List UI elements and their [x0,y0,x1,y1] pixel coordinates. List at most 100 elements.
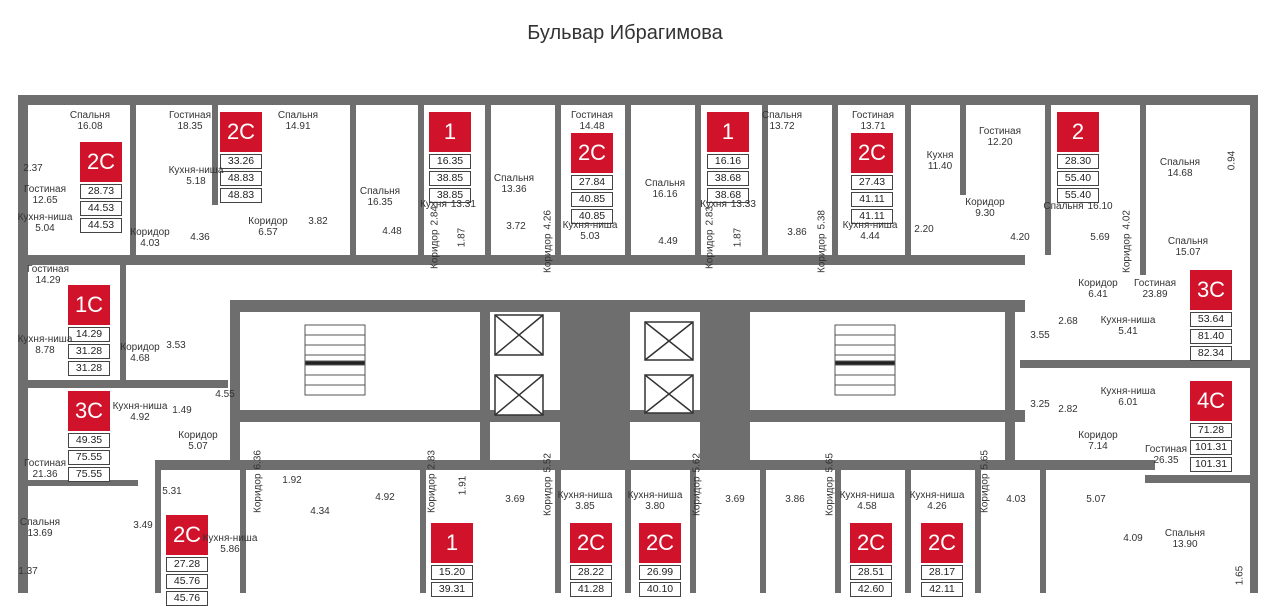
room-area: 5.69 [1090,232,1110,243]
room-label: Коридор4.02 [1122,208,1133,275]
unit-type-badge: 1 [429,112,471,152]
unit-type-badge: 2C [639,523,681,563]
room-area: 14.68 [1167,168,1193,179]
room-area: 14.29 [35,275,61,286]
room-name: Коридор [704,229,716,269]
room-area: 2.84 [429,206,441,226]
room-area: 5.07 [1086,494,1106,505]
unit-area-value: 49.35 [68,433,110,448]
room-label: 4.03 [1006,494,1025,505]
room-area: 4.48 [382,226,402,237]
unit-area-value: 38.68 [707,171,749,186]
room-name: Коридор [248,216,288,227]
unit-area-value: 38.68 [707,188,749,203]
room-area: 13.69 [27,528,53,539]
room-area: 4.58 [857,501,877,512]
room-name: Кухня-ниша [557,490,613,501]
room-label: Коридор 5.52 [543,451,554,518]
room-name: Гостиная [24,458,66,469]
room-label: 5.07 [1086,494,1105,505]
room-name: Кухня-ниша [202,533,258,544]
room-label: 1.87 [457,226,468,249]
unit-area-value: 101.31 [1190,457,1232,472]
room-area: 3.72 [506,221,526,232]
room-label: Коридор2.83 [427,448,438,515]
room-name: Коридор [120,342,160,353]
unit-area-value: 27.84 [571,175,613,190]
unit-area-value: 44.53 [80,218,122,233]
unit-area-value: 41.28 [570,582,612,597]
stairs [304,324,896,396]
room-area: 13.72 [769,121,795,132]
room-name: Кухня-ниша [112,401,168,412]
unit-type-badge: 1 [707,112,749,152]
unit-area-value: 44.53 [80,201,122,216]
room-area: 15.07 [1175,247,1201,258]
room-area: 3.53 [166,340,186,351]
room-area: 1.87 [456,227,468,248]
room-name: Спальня [493,173,535,184]
room-label: 3.86 [785,494,804,505]
room-name: Гостиная [1145,444,1187,455]
room-name: Гостиная [24,184,66,195]
room-label: Коридор4.26 [543,208,554,275]
room-area: 5.31 [162,486,182,497]
room-area: 14.91 [285,121,311,132]
room-area: 16.16 [652,189,678,200]
elevators [494,314,694,416]
room-name: Кухня-ниша [839,490,895,501]
unit-type-badge: 2C [851,133,893,173]
room-label: 2.82 [1058,404,1077,415]
room-name: Коридор [542,476,554,516]
unit-area-value: 31.28 [68,361,110,376]
room-label: 4.34 [310,506,329,517]
room-area: 4.26 [542,210,554,230]
room-label: 1.91 [458,474,469,497]
room-area: 3.25 [1030,399,1050,410]
room-name: Коридор [816,233,828,273]
room-area: 5.52 [542,453,554,473]
room-label: 3.49 [133,520,152,531]
room-area: 13.71 [860,121,886,132]
room-area: 6.41 [1088,289,1108,300]
room-area: 3.82 [308,216,328,227]
room-name: Коридор [824,476,836,516]
room-name: Кухня-ниша [562,220,618,231]
room-label: 2.68 [1058,316,1077,327]
room-area: 4.92 [130,412,150,423]
